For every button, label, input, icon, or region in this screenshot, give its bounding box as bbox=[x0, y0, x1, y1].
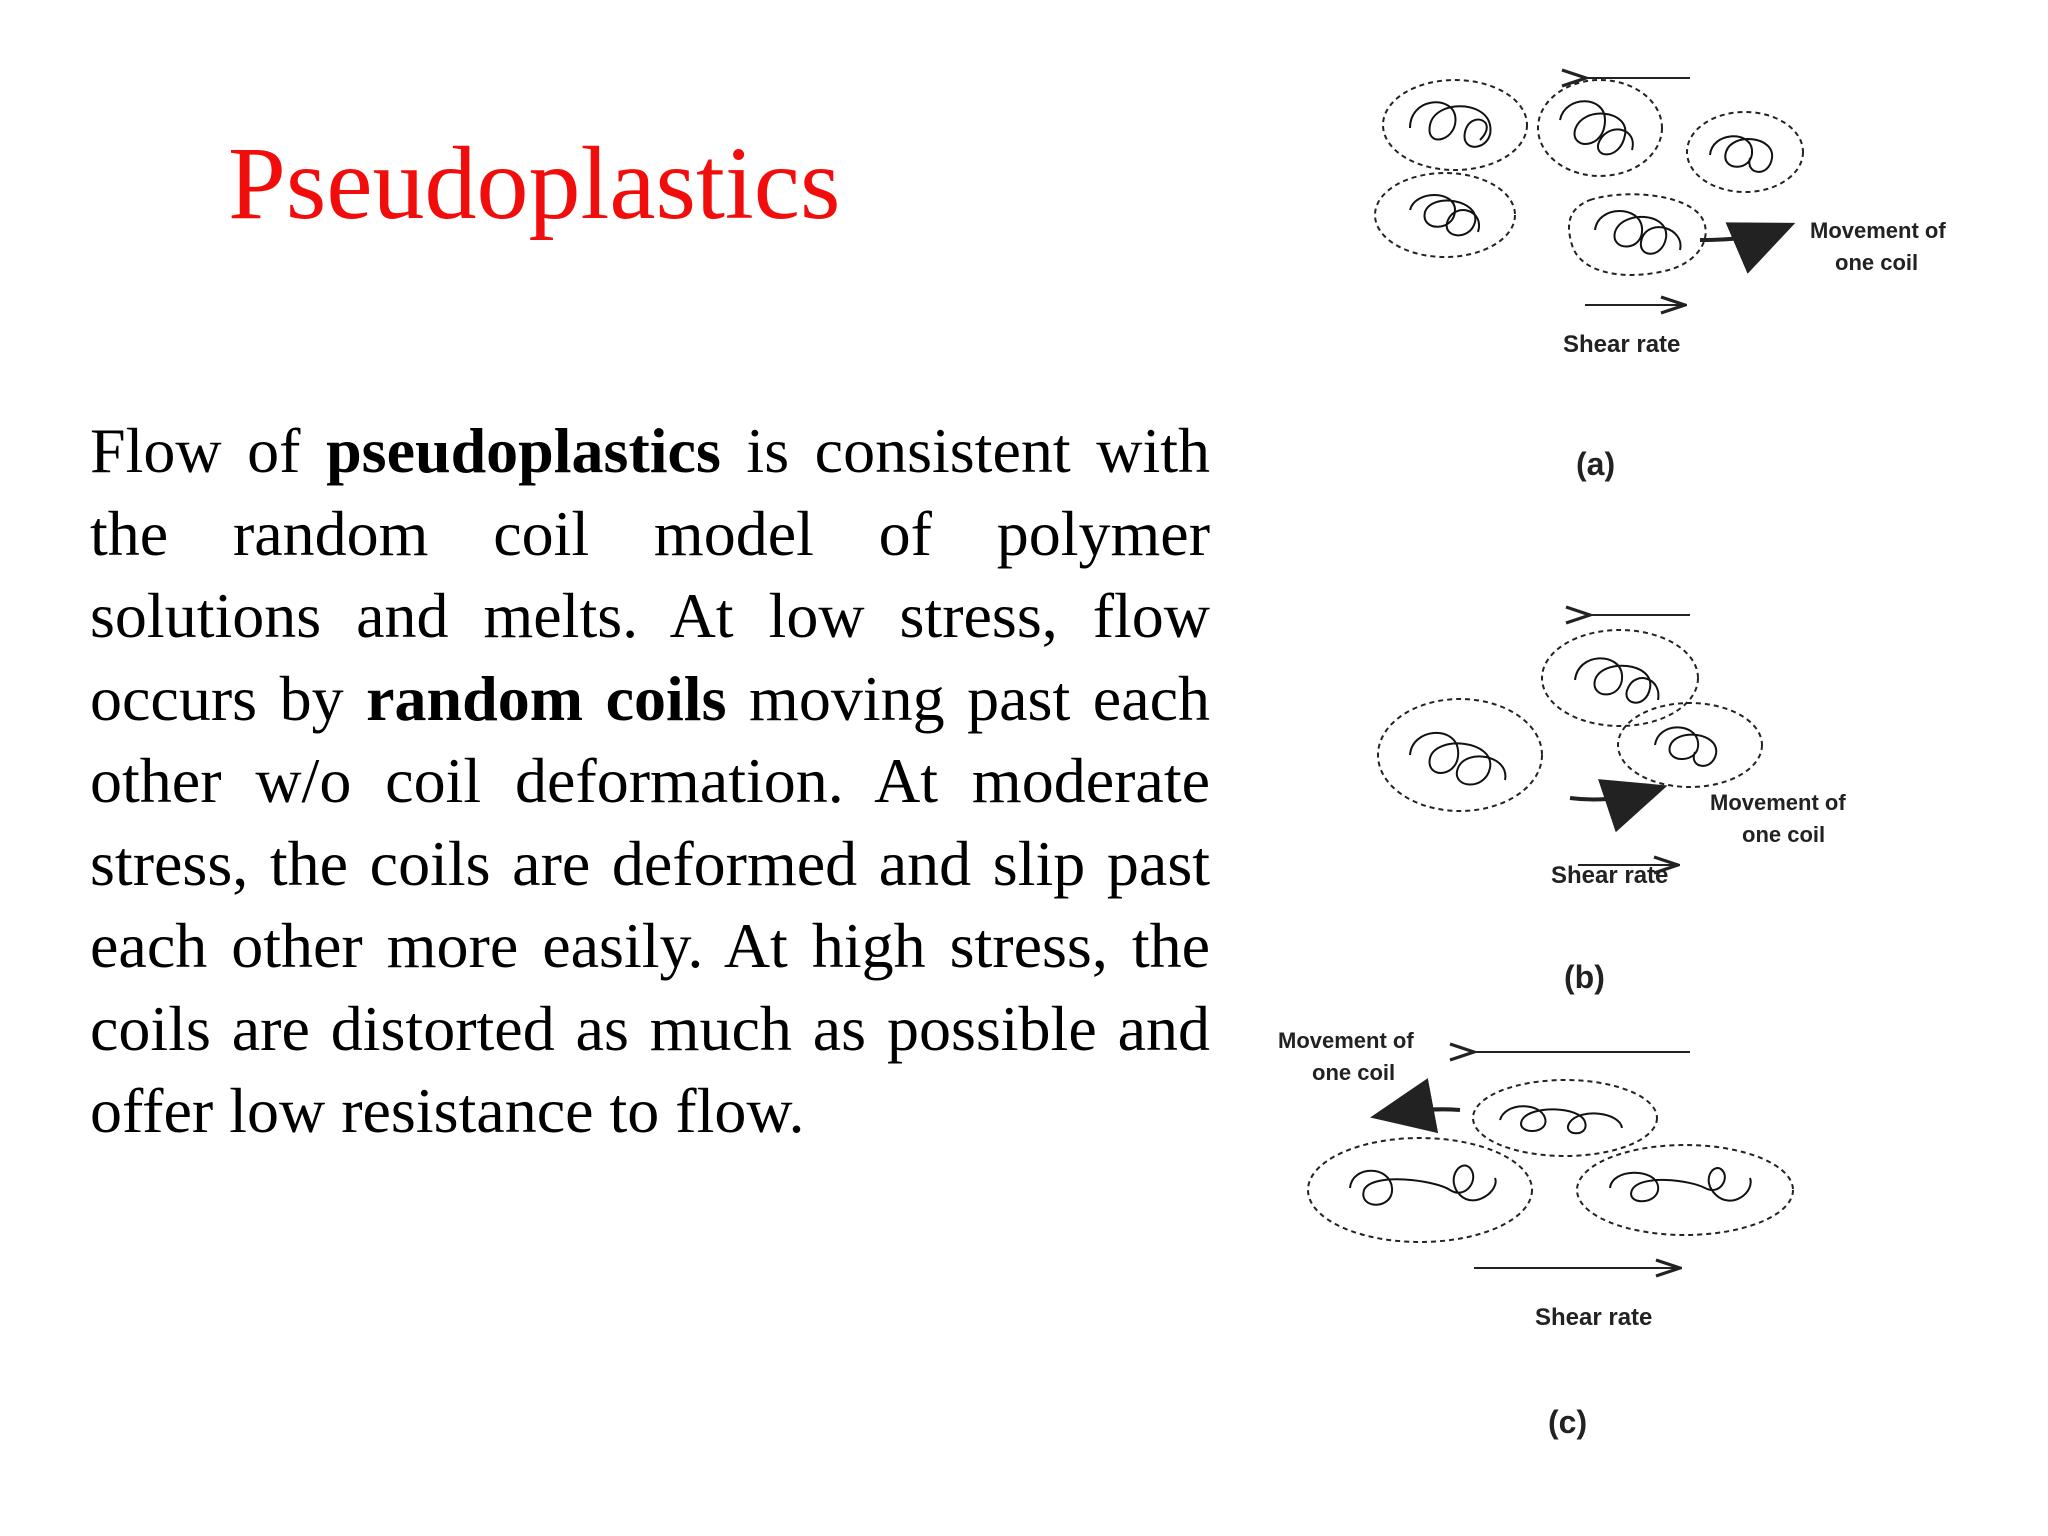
body-paragraph: Flow of pseudoplastics is consistent wit… bbox=[90, 410, 1210, 1153]
coil-diagram-svg: Movement of one coil Shear rate (a) bbox=[1278, 40, 1946, 1440]
coil-b1 bbox=[1541, 629, 1699, 727]
coil-a4 bbox=[1374, 172, 1516, 258]
coil-a5 bbox=[1568, 193, 1707, 276]
coil-c2 bbox=[1307, 1137, 1533, 1243]
movement-arrow-b bbox=[1569, 779, 1668, 833]
body-text-2: is consistent with the random coil model… bbox=[90, 415, 1211, 734]
panel-caption-c: (c) bbox=[1548, 1404, 1587, 1440]
coil-c1 bbox=[1472, 1079, 1658, 1157]
movement-label-c-line1: Movement of bbox=[1278, 1028, 1414, 1053]
coil-a2 bbox=[1537, 79, 1663, 177]
panel-b: Movement of one coil Shear rate (b) bbox=[1377, 615, 1846, 995]
bold-term-pseudoplastics: pseudoplastics bbox=[326, 415, 721, 486]
shear-rate-label-c: Shear rate bbox=[1535, 1304, 1652, 1331]
movement-label-b-line1: Movement of bbox=[1710, 790, 1846, 815]
coil-b3 bbox=[1617, 702, 1763, 788]
movement-arrow-c bbox=[1370, 1078, 1461, 1134]
shear-rate-label-a: Shear rate bbox=[1563, 331, 1680, 358]
shear-rate-label-b: Shear rate bbox=[1551, 862, 1668, 889]
panel-a: Movement of one coil Shear rate (a) bbox=[1374, 78, 1946, 482]
panel-c: Movement of one coil Shear rate (c) bbox=[1278, 1028, 1794, 1440]
movement-label-c-line2: one coil bbox=[1312, 1060, 1395, 1085]
bold-term-random-coils: random coils bbox=[366, 662, 727, 734]
movement-label-b-line2: one coil bbox=[1742, 822, 1825, 847]
panel-caption-b: (b) bbox=[1564, 959, 1605, 995]
panel-caption-a: (a) bbox=[1576, 446, 1615, 482]
movement-label-a-line2: one coil bbox=[1835, 250, 1918, 275]
slide-title: Pseudoplastics bbox=[228, 126, 841, 241]
coil-a3 bbox=[1686, 111, 1804, 193]
coil-b2 bbox=[1377, 698, 1543, 812]
coil-a1 bbox=[1382, 79, 1528, 171]
movement-arrow-a bbox=[1699, 222, 1796, 274]
coil-c3 bbox=[1576, 1144, 1794, 1236]
movement-label-a-line1: Movement of bbox=[1810, 218, 1946, 243]
body-text-1: Flow of bbox=[90, 415, 327, 486]
body-text-3: moving past each other w/o coil deformat… bbox=[90, 662, 1211, 1147]
coil-flow-figure: Movement of one coil Shear rate (a) bbox=[1260, 40, 2040, 1480]
